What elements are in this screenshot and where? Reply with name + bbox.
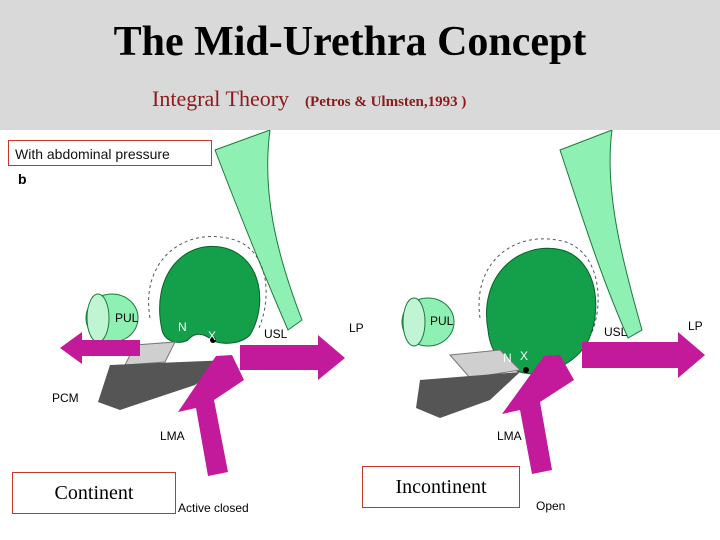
left-arrow-lp — [240, 335, 345, 380]
left-bladder-outline — [148, 236, 267, 331]
left-label-lp: LP — [349, 321, 364, 335]
left-label-pcm: PCM — [52, 391, 79, 405]
left-bladder — [159, 246, 261, 344]
panel-letter: b — [18, 171, 27, 187]
left-label-pul: PUL — [115, 311, 139, 325]
left-label-state: Active closed — [178, 501, 249, 515]
left-label-lma: LMA — [160, 429, 185, 443]
anatomy-diagram: b PUL N X USL LP PCM LMA Active closed P… — [18, 130, 705, 515]
right-panel: PUL N X USL LP LMA Open — [401, 130, 705, 513]
right-label-pul: PUL — [430, 314, 454, 328]
subtitle: Integral Theory — [152, 86, 290, 111]
left-pcm — [98, 360, 230, 410]
right-bladder-outline — [478, 238, 599, 333]
left-pul-end — [86, 293, 110, 343]
left-point-x — [210, 337, 216, 343]
right-pcm — [416, 372, 520, 418]
left-vagina-upper — [214, 130, 303, 331]
left-panel: b PUL N X USL LP PCM LMA Active closed — [18, 130, 364, 515]
right-point-x — [523, 367, 529, 373]
right-arrow-lma — [502, 355, 574, 474]
left-label-x: X — [208, 329, 216, 343]
left-label-n: N — [178, 320, 187, 334]
right-label-state: Open — [536, 499, 565, 513]
right-arrow-lp — [582, 332, 705, 378]
pressure-label: With abdominal pressure — [8, 140, 212, 166]
left-arrow-anterior — [60, 332, 140, 364]
right-label-n: N — [503, 351, 512, 365]
caption-continent: Continent — [12, 472, 176, 514]
subtitle-row: Integral Theory (Petros & Ulmsten,1993 ) — [152, 86, 466, 112]
right-label-usl: USL — [604, 325, 628, 339]
left-label-usl: USL — [264, 327, 288, 341]
header-band — [0, 0, 720, 130]
right-urethra — [448, 349, 522, 379]
right-vagina-upper — [559, 130, 643, 339]
page-title: The Mid-Urethra Concept — [113, 19, 587, 65]
right-pul-end — [402, 297, 426, 347]
citation: (Petros & Ulmsten,1993 ) — [305, 94, 467, 110]
left-arrow-lma — [178, 355, 244, 476]
right-label-lma: LMA — [497, 429, 522, 443]
right-label-x: X — [520, 349, 528, 363]
right-label-lp: LP — [688, 319, 703, 333]
caption-incontinent: Incontinent — [362, 466, 520, 508]
